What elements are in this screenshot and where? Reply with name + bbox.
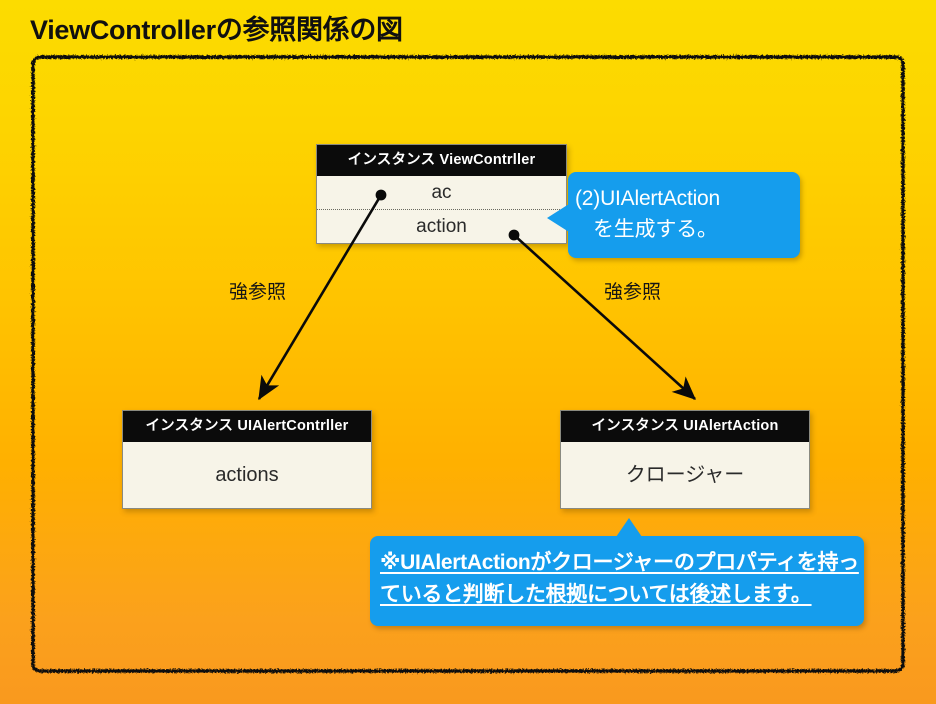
uml-box-view-controller[interactable]: インスタンス ViewContrller ac action [316,144,567,244]
callout-tail-up [616,518,642,537]
page-title: ViewControllerの参照関係の図 [30,15,403,45]
edge-label-strong-reference-right: 強参照 [604,282,662,303]
uml-row-actions: actions [123,442,371,508]
callout-right-line1: (2)UIAlertAction [575,187,721,210]
callout-create-uialertaction[interactable]: (2)UIAlertAction を生成する。 [547,172,800,258]
callout-tail-left [547,204,569,232]
callout-bottom-line1: ※UIAlertActionがクロージャーのプロパティを持っ [380,551,859,574]
edge-label-strong-reference-left: 強参照 [229,282,287,303]
diagram-frame [28,52,908,676]
callout-bottom-text: ※UIAlertActionがクロージャーのプロパティを持っ ていると判断した根… [370,536,864,611]
uml-box-alert-controller[interactable]: インスタンス UIAlertContrller actions [122,410,372,509]
uml-row-action: action [317,210,566,243]
uml-row-ac: ac [317,176,566,210]
callout-right-text: (2)UIAlertAction を生成する。 [568,172,800,245]
uml-box-alert-action[interactable]: インスタンス UIAlertAction クロージャー [560,410,810,509]
uml-row-closure: クロージャー [561,442,809,508]
uml-header-view-controller: インスタンス ViewContrller [317,145,566,176]
uml-header-alert-controller: インスタンス UIAlertContrller [123,411,371,442]
callout-bottom-line2: ていると判断した根拠については後述します。 [380,583,812,606]
callout-right-line2: を生成する。 [593,218,718,241]
callout-closure-note[interactable]: ※UIAlertActionがクロージャーのプロパティを持っ ていると判断した根… [370,518,864,626]
uml-header-alert-action: インスタンス UIAlertAction [561,411,809,442]
